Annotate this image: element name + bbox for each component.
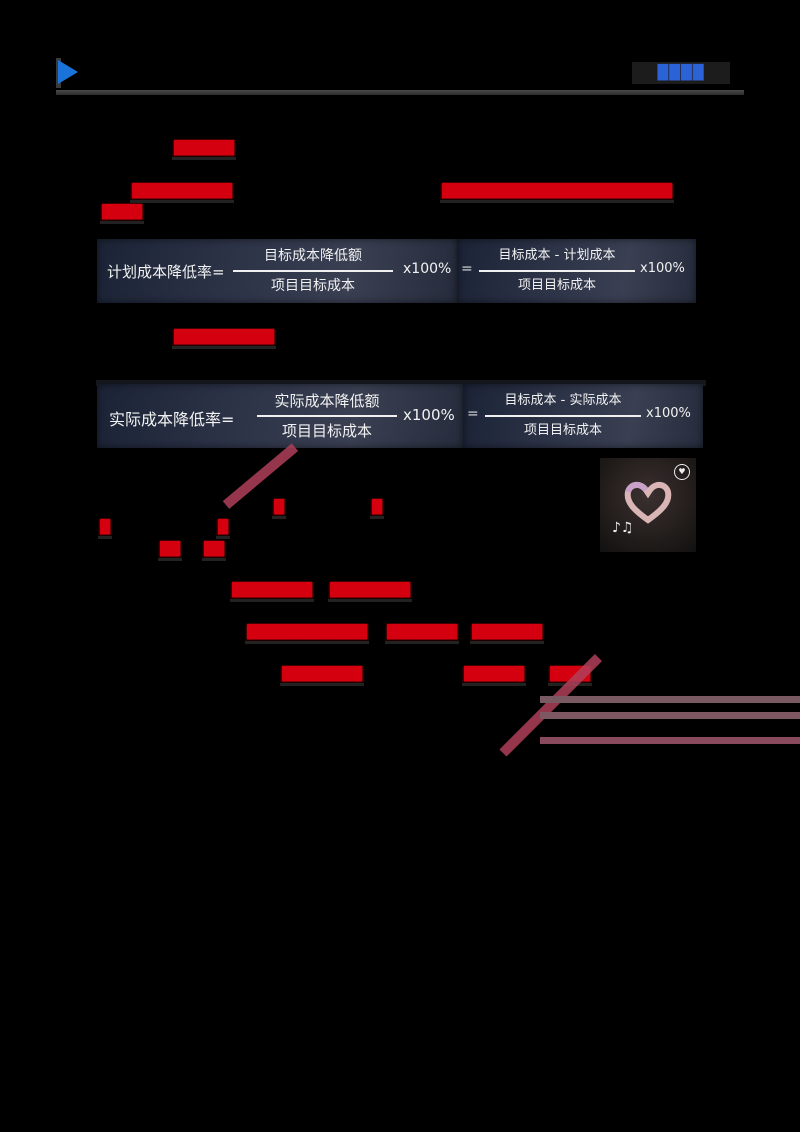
highlight-text: ████████	[230, 583, 314, 599]
fraction-bar	[257, 415, 397, 417]
formula-label: 计划成本降低率=	[107, 263, 225, 281]
formula-denominator: 项目目标成本	[517, 278, 596, 293]
formula-numerator: 实际成本降低额	[274, 392, 380, 410]
highlight-text: ██████████	[130, 184, 234, 200]
formula-fraction: 目标成本降低额 项目目标成本	[233, 245, 393, 297]
faint-text-row	[96, 380, 706, 386]
highlight-text: ████████████	[245, 625, 369, 641]
formula-label: 实际成本降低率=	[109, 410, 235, 429]
formula-denominator: 项目目标成本	[271, 278, 355, 294]
watermark-stripe	[540, 696, 800, 703]
equals-sign: =	[461, 261, 473, 277]
formula-fraction: 实际成本降低额 项目目标成本	[257, 390, 397, 442]
play-triangle-icon	[58, 60, 78, 84]
header-divider	[56, 90, 744, 95]
highlight-text: ████	[100, 205, 144, 221]
formula-multiplier: x100%	[646, 406, 691, 421]
hands-heart-image: ♪♫ ♥	[600, 458, 696, 552]
fraction-bar	[479, 270, 635, 272]
formula-planned-rate-expanded-panel: = 目标成本 - 计划成本 项目目标成本 x100%	[457, 239, 696, 303]
highlight-text: ████████	[280, 667, 364, 683]
highlight-text: █	[216, 520, 230, 536]
section-heading-1: ██████	[172, 141, 236, 157]
highlight-text: ███████	[385, 625, 459, 641]
equals-sign: =	[467, 406, 479, 422]
highlight-text: █	[370, 500, 384, 516]
highlight-text: █	[98, 520, 112, 536]
section-heading-2: ██████████	[172, 330, 276, 346]
highlight-text: █	[272, 500, 286, 516]
watermark-stripe	[540, 737, 800, 744]
music-notes-icon: ♪♫	[612, 520, 634, 536]
heart-hands-icon	[624, 482, 672, 524]
highlight-text: ██	[202, 542, 226, 558]
highlight-text: ███████	[470, 625, 544, 641]
formula-fraction: 目标成本 - 实际成本 项目目标成本	[485, 390, 641, 442]
header-brand-label: ████	[632, 62, 730, 84]
formula-actual-rate-expanded-panel: = 目标成本 - 实际成本 项目目标成本 x100%	[463, 384, 703, 448]
fraction-bar	[233, 270, 393, 272]
fraction-bar	[485, 415, 641, 417]
formula-denominator: 项目目标成本	[523, 423, 602, 438]
formula-multiplier: x100%	[403, 261, 452, 277]
watermark-stripe	[222, 443, 299, 509]
formula-numerator: 目标成本 - 计划成本	[498, 248, 616, 263]
heart-badge-icon: ♥	[674, 464, 690, 480]
highlight-text: ██████	[462, 667, 526, 683]
formula-multiplier: x100%	[403, 406, 455, 424]
highlight-text: ███████████████████████	[440, 184, 674, 200]
formula-fraction: 目标成本 - 计划成本 项目目标成本	[479, 245, 635, 297]
formula-denominator: 项目目标成本	[281, 422, 372, 440]
formula-actual-rate-panel: 实际成本降低率= 实际成本降低额 项目目标成本 x100%	[97, 384, 463, 448]
formula-numerator: 目标成本降低额	[264, 248, 362, 264]
formula-planned-rate-panel: 计划成本降低率= 目标成本降低额 项目目标成本 x100%	[97, 239, 457, 303]
formula-numerator: 目标成本 - 实际成本	[504, 393, 622, 408]
highlight-text: ██	[158, 542, 182, 558]
formula-multiplier: x100%	[640, 261, 685, 276]
highlight-text: ████████	[328, 583, 412, 599]
watermark-stripe	[540, 712, 800, 719]
